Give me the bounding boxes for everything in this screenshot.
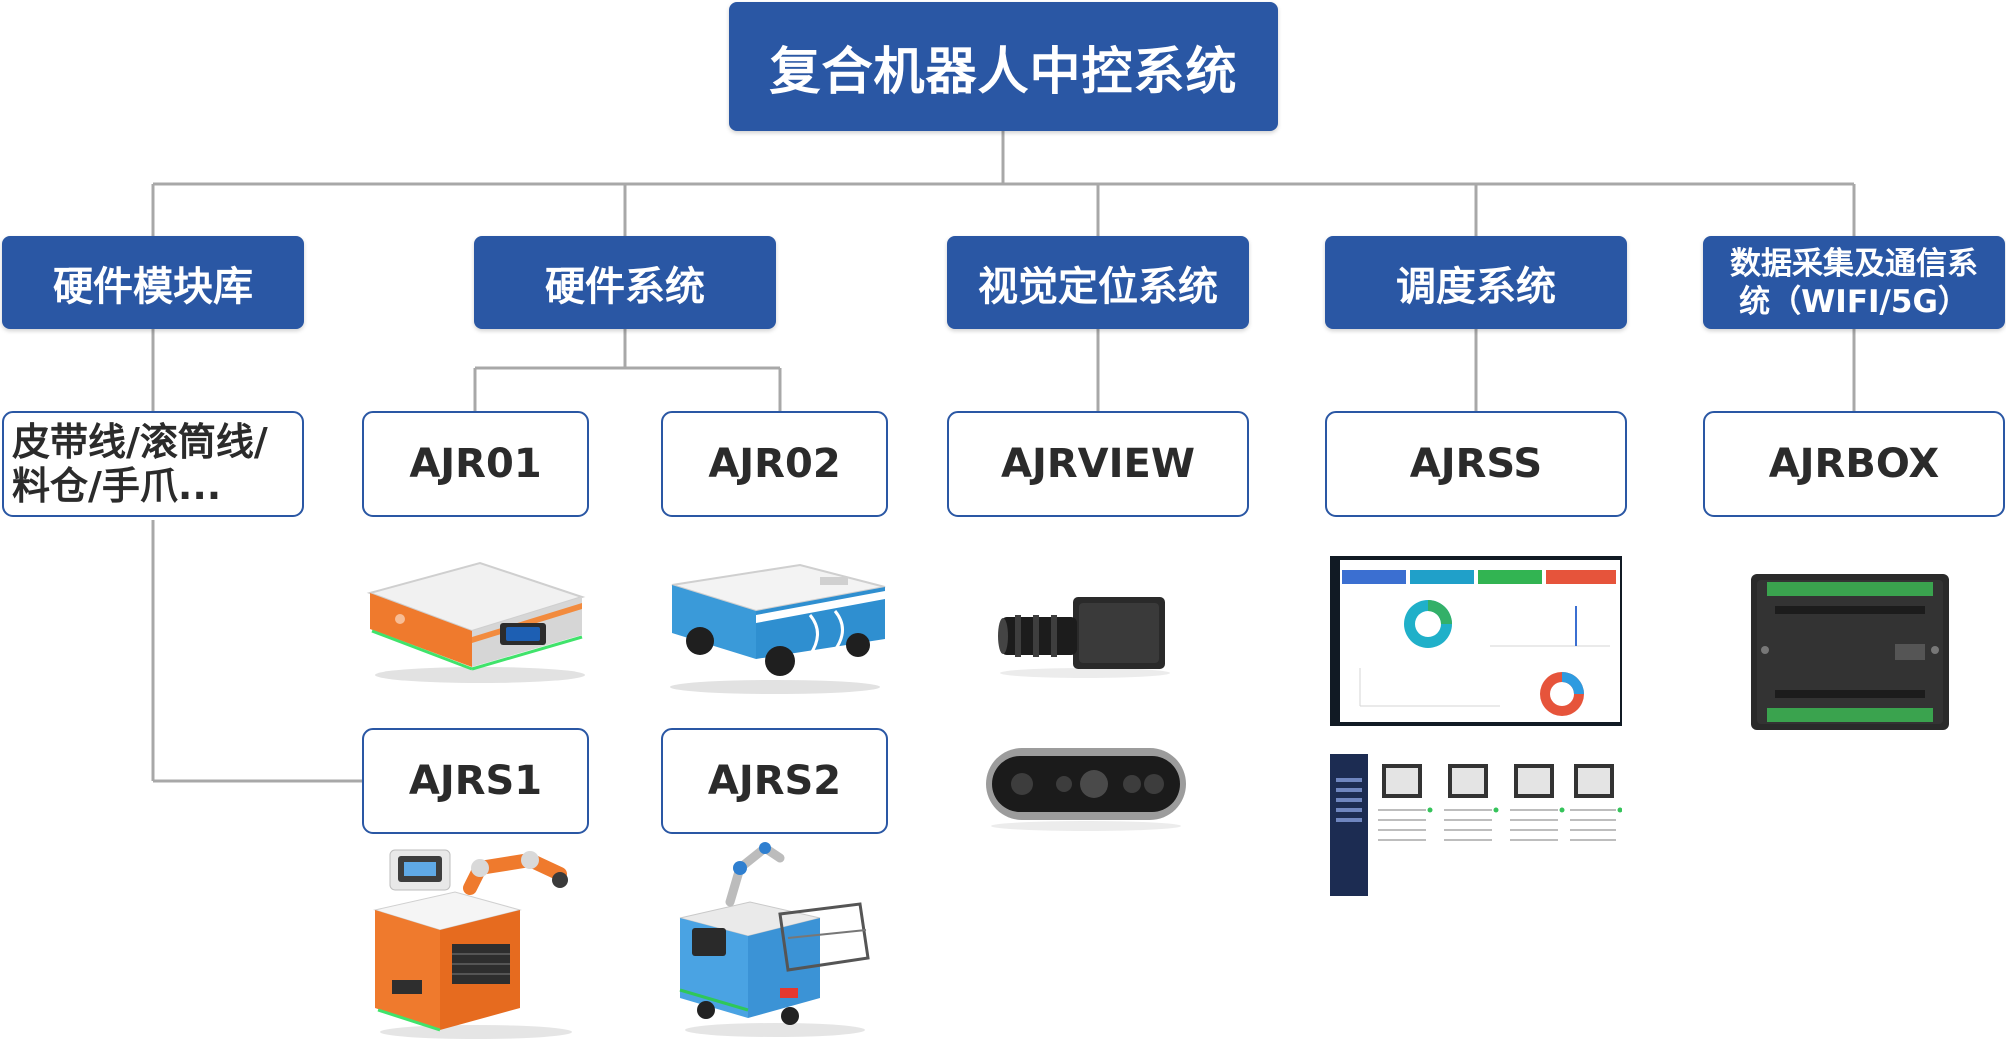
ajr02-robot-image — [660, 555, 890, 695]
ajr01-robot-image — [360, 545, 592, 685]
module-ajr01: AJR01 — [362, 411, 589, 517]
dispatch-dashboard-screenshot — [1330, 556, 1622, 726]
industrial-camera-image — [995, 593, 1175, 679]
dispatch-device-monitor-screenshot — [1330, 754, 1622, 896]
depth-camera-image — [982, 742, 1190, 832]
module-ajrs2: AJRS2 — [661, 728, 888, 834]
category-dispatch-system: 调度系统 — [1325, 236, 1627, 329]
category-data-collection-communication: 数据采集及通信系统（WIFI/5G） — [1703, 236, 2005, 329]
module-ajrss: AJRSS — [1325, 411, 1627, 517]
module-ajr02: AJR02 — [661, 411, 888, 517]
category-hardware-module-library: 硬件模块库 — [2, 236, 304, 329]
module-ajrs1: AJRS1 — [362, 728, 589, 834]
module-ajrbox: AJRBOX — [1703, 411, 2005, 517]
ajrbox-board-image — [1745, 568, 1955, 736]
category-vision-positioning-system: 视觉定位系统 — [947, 236, 1249, 329]
ajrs2-robot-image — [670, 838, 880, 1038]
ajrs1-robot-image — [360, 840, 592, 1040]
root-node: 复合机器人中控系统 — [729, 2, 1278, 131]
category-hardware-system: 硬件系统 — [474, 236, 776, 329]
module-hardware-library: 皮带线/滚筒线/料仓/手爪... — [2, 411, 304, 517]
module-ajrview: AJRVIEW — [947, 411, 1249, 517]
